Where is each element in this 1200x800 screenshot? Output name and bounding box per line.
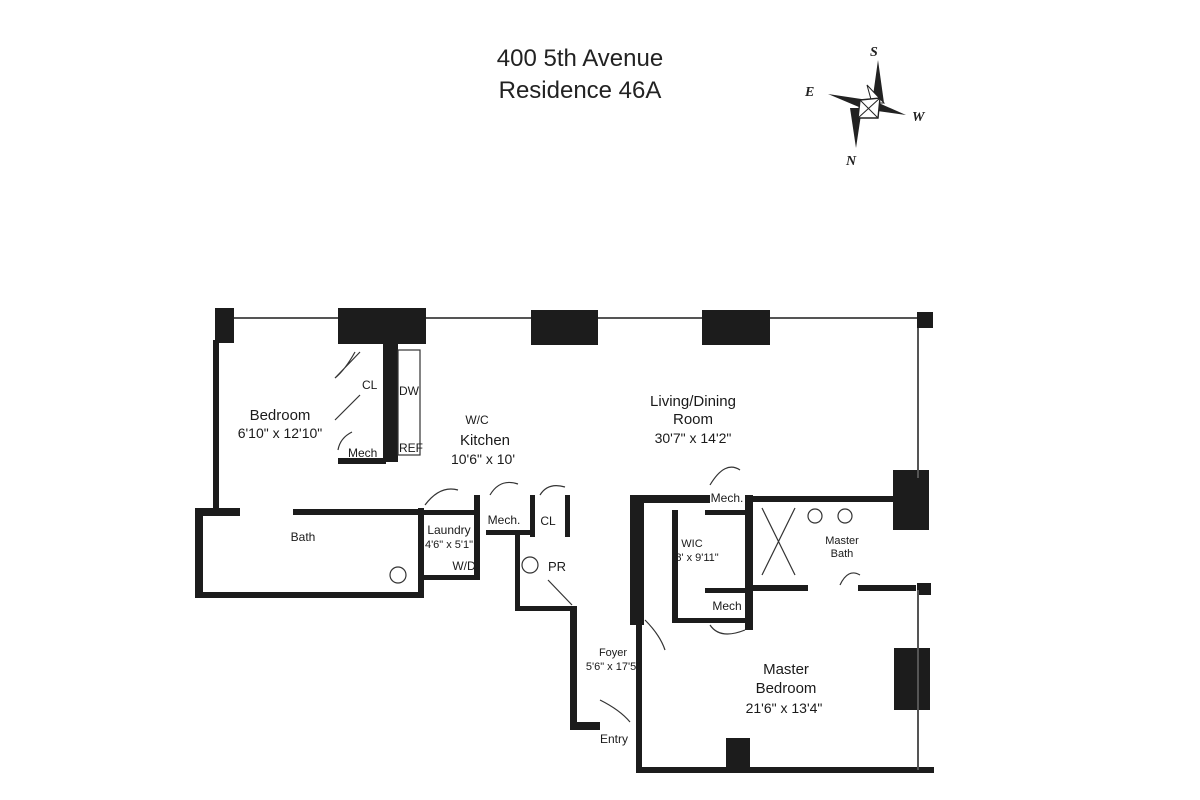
residence-title: Residence 46A	[498, 77, 662, 104]
address-title: 400 5th Avenue	[496, 45, 664, 72]
wic-size: 8' x 9'11"	[675, 552, 718, 564]
compass-north-label: N	[845, 154, 857, 169]
bedroom-mech-label: Mech	[348, 446, 377, 460]
compass-west-label: W	[912, 110, 926, 125]
master-bedroom-name-line1: Master	[763, 661, 809, 678]
walls	[195, 308, 934, 773]
kitchen-prefix: W/C	[465, 413, 489, 427]
compass-south-label: S	[870, 45, 878, 60]
dw-label: DW	[399, 384, 420, 398]
wd-label: W/D	[452, 559, 476, 573]
living-size: 30'7" x 14'2"	[655, 430, 732, 446]
hall-mech-label: Mech.	[488, 513, 521, 527]
bedroom-closet-label: CL	[362, 378, 378, 392]
doors-fixtures	[334, 349, 861, 723]
laundry-size: 4'6" x 5'1"	[425, 539, 473, 551]
foyer-name: Foyer	[599, 647, 627, 659]
entry-label: Entry	[600, 732, 628, 746]
living-name-line2: Room	[673, 411, 713, 428]
ref-label: REF	[399, 441, 423, 455]
master-bath-name-line2: Bath	[831, 548, 854, 560]
master-bath-name-line1: Master	[825, 535, 859, 547]
master-bedroom-name-line2: Bedroom	[756, 680, 817, 697]
bath-label: Bath	[291, 530, 316, 544]
master-bedroom-size: 21'6" x 13'4"	[746, 700, 823, 716]
kitchen-name: Kitchen	[460, 432, 510, 449]
bedroom-name: Bedroom	[250, 407, 311, 424]
wic-mech-bottom-label: Mech	[712, 599, 741, 613]
compass-rose-icon: S E W N	[804, 45, 926, 169]
bedroom-size: 6'10" x 12'10"	[238, 425, 323, 441]
hall-closet-label: CL	[540, 514, 556, 528]
compass-east-label: E	[804, 85, 814, 100]
kitchen-size: 10'6" x 10'	[451, 451, 515, 467]
room-labels: Bedroom 6'10" x 12'10" CL Mech DW REF W/…	[238, 378, 859, 746]
powder-room-label: PR	[548, 559, 566, 574]
wic-name: WIC	[681, 538, 702, 550]
laundry-name: Laundry	[427, 523, 470, 537]
foyer-size: 5'6" x 17'5"	[586, 661, 640, 673]
living-name-line1: Living/Dining	[650, 393, 736, 410]
wic-mech-top-label: Mech.	[711, 491, 744, 505]
